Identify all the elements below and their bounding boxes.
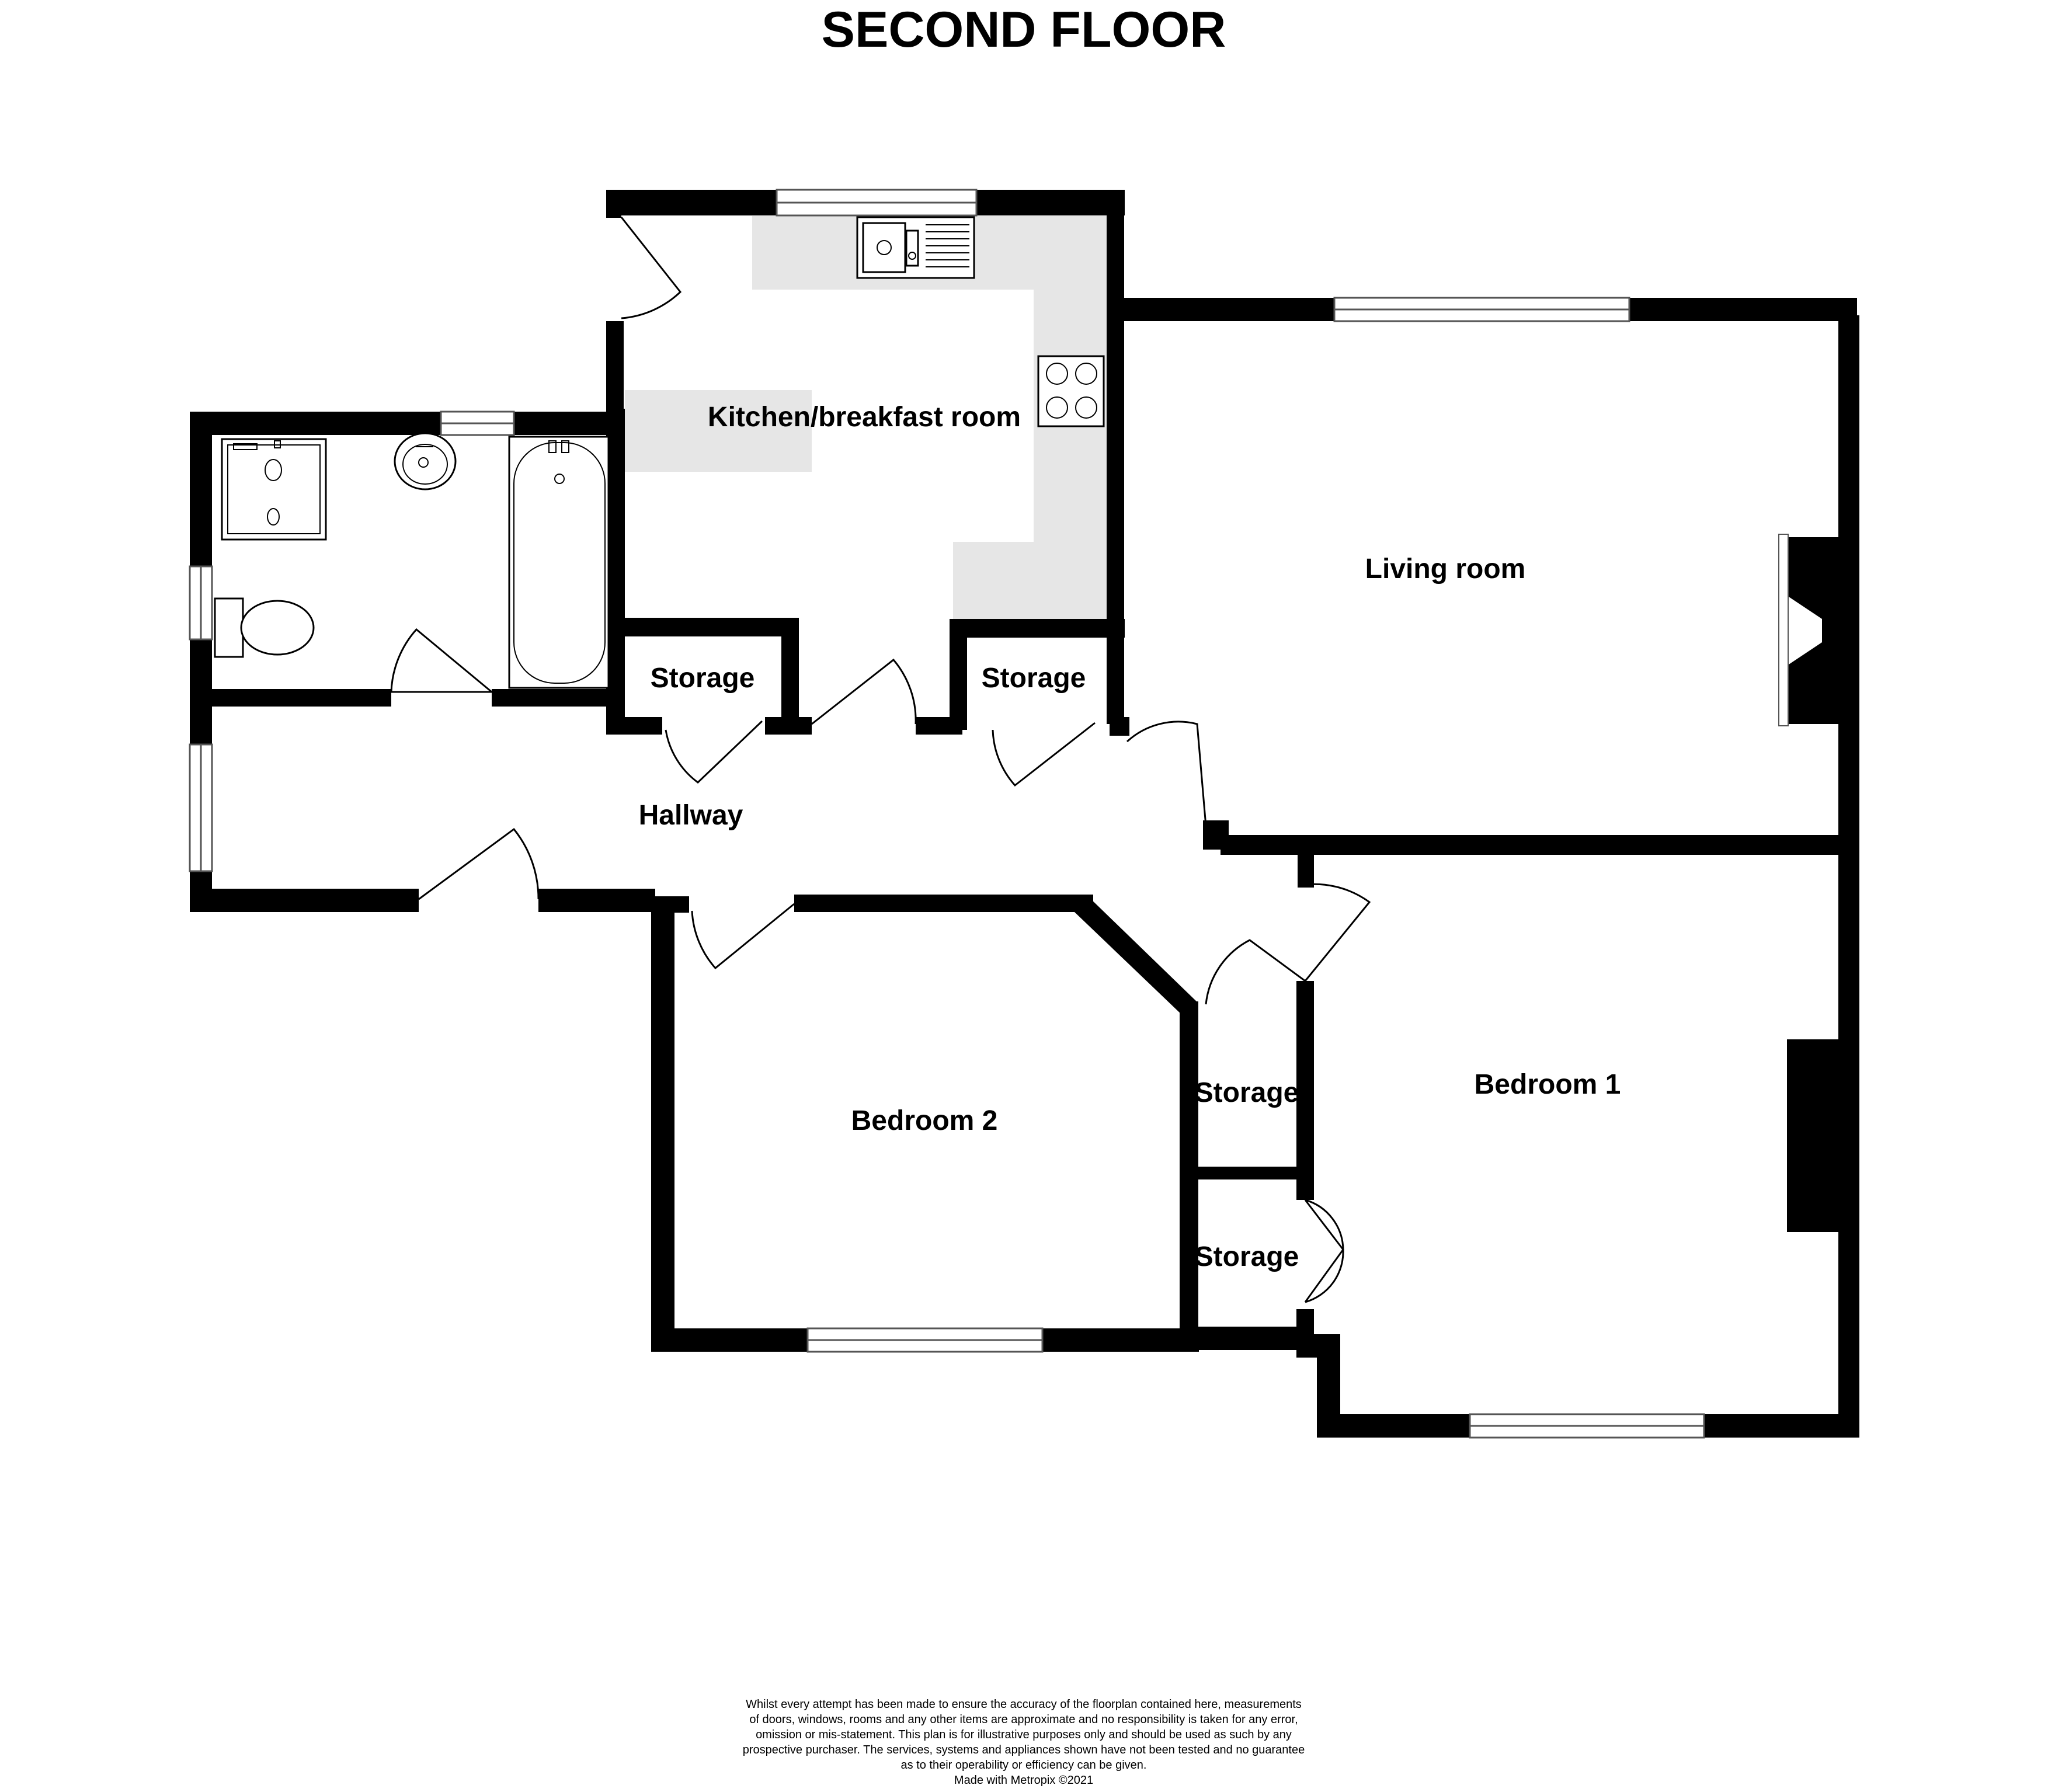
room-label-storage-4: Storage: [1195, 1241, 1299, 1272]
room-label-storage-3: Storage: [1195, 1077, 1299, 1108]
disclaimer-line: of doors, windows, rooms and any other i…: [749, 1713, 1298, 1726]
disclaimer-line: prospective purchaser. The services, sys…: [743, 1744, 1305, 1756]
room-label-bedroom-2: Bedroom 2: [851, 1105, 998, 1136]
hob-icon: [1037, 355, 1105, 427]
disclaimer-line: Made with Metropix ©2021: [954, 1774, 1093, 1787]
room-label-kitchen: Kitchen/breakfast room: [708, 402, 1021, 433]
room-label-living: Living room: [1365, 554, 1526, 584]
walls: [190, 190, 1859, 1438]
disclaimer: Whilst every attempt has been made to en…: [743, 1698, 1305, 1787]
disclaimer-line: omission or mis-statement. This plan is …: [756, 1728, 1292, 1741]
floor-title: SECOND FLOOR: [822, 2, 1226, 58]
room-label-storage-2: Storage: [982, 663, 1086, 694]
room-label-hallway: Hallway: [639, 800, 743, 831]
bath-icon: [508, 436, 610, 689]
room-label-storage-1: Storage: [651, 663, 755, 694]
disclaimer-line: Whilst every attempt has been made to en…: [746, 1698, 1302, 1711]
room-label-bedroom-1: Bedroom 1: [1475, 1069, 1621, 1100]
disclaimer-line: as to their operability or efficiency ca…: [901, 1759, 1147, 1772]
toilet-icon: [214, 597, 315, 658]
shower-icon: [221, 438, 327, 541]
room-labels: Kitchen/breakfast room Living room Stora…: [639, 402, 1621, 1272]
basin-icon: [394, 432, 457, 490]
doors: [390, 217, 1371, 1303]
fixtures: [214, 216, 1105, 689]
windows: [189, 189, 1705, 1439]
sink-icon: [856, 216, 975, 279]
